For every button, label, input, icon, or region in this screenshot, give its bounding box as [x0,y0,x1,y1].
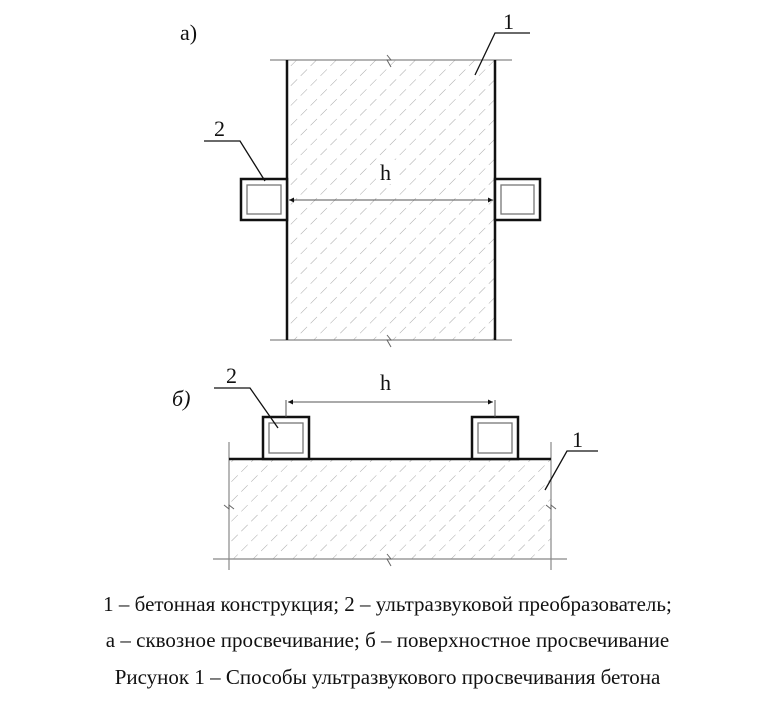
diagram-a-through-transmission: а) h 1 2 [180,9,542,348]
break-mark [223,503,235,511]
diagram-b-label: б) [172,386,190,411]
concrete-structure [229,459,551,559]
transducer-right [470,415,520,461]
break-mark [386,54,393,68]
leader-line [204,140,266,182]
transducer-left [261,415,311,461]
diagram-b-surface-transmission: б) h 2 1 [172,363,598,570]
leader-line [214,387,279,429]
dimension-label: h [380,370,391,395]
legend-line-1: 1 – бетонная конструкция; 2 – ультразвук… [103,592,672,616]
leader-line [474,32,530,76]
transducer-left [239,177,289,222]
break-mark [545,503,557,511]
transducer-label: 2 [214,116,225,141]
dimension-label: h [380,160,391,185]
transducer-label: 2 [226,363,237,388]
break-mark [386,553,393,567]
break-mark [386,334,393,348]
legend-line-2: а – сквозное просвечивание; б – поверхно… [105,628,670,652]
diagram-a-label: а) [180,20,197,45]
leader-line [544,450,598,491]
concrete-label: 1 [503,9,514,34]
figure-caption: Рисунок 1 – Способы ультразвукового прос… [114,665,661,689]
concrete-label: 1 [572,427,583,452]
transducer-right [493,177,542,222]
